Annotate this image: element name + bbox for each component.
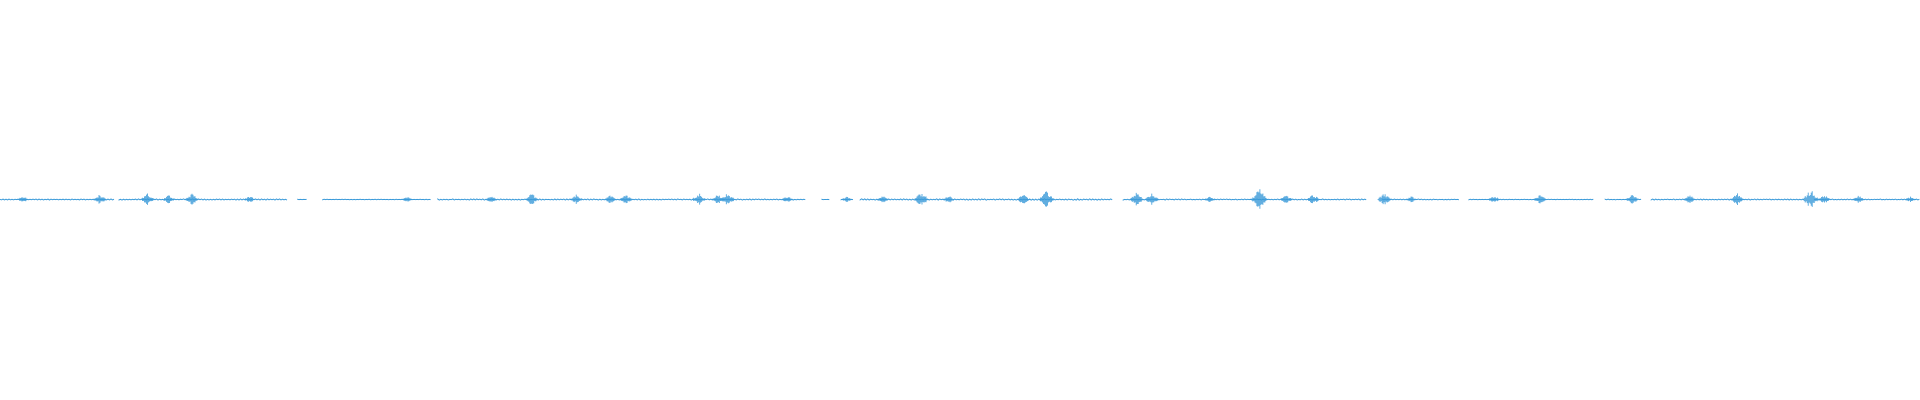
waveform-peak-burst: [1852, 195, 1865, 203]
waveform-peak: [525, 194, 539, 205]
waveform-peak: [841, 196, 853, 202]
waveform-peak-burst: [569, 194, 583, 204]
waveform-peak: [1625, 195, 1639, 204]
waveform-peak: [1731, 193, 1745, 206]
waveform-peak-burst: [93, 194, 107, 204]
waveform-peak-burst: [244, 197, 256, 202]
waveform-peak: [1405, 196, 1418, 203]
waveform-peak-burst: [1145, 193, 1160, 205]
waveform-peak: [1488, 197, 1500, 202]
waveform-peak-burst: [1204, 196, 1216, 202]
waveform-peak-burst: [1039, 191, 1054, 207]
waveform-peak: [1377, 194, 1392, 205]
waveform-peak: [1017, 195, 1030, 204]
waveform-peak-burst: [942, 196, 955, 203]
waveform-peak-burst: [1488, 197, 1500, 202]
waveform-peak-burst: [1280, 195, 1294, 203]
waveform-peak: [1145, 193, 1160, 205]
waveform-peak-burst: [1905, 196, 1916, 203]
waveform-peak-burst: [17, 197, 30, 202]
waveform-peak-burst: [525, 194, 539, 205]
waveform-peak-burst: [1129, 192, 1144, 206]
waveform-peak: [877, 196, 890, 203]
waveform-peak-burst: [1251, 189, 1269, 209]
waveform-segment: [859, 198, 1113, 201]
waveform-peak-burst: [1802, 191, 1819, 207]
waveform-peak: [17, 197, 30, 202]
waveform-segment: [1122, 198, 1367, 201]
waveform-peak: [1802, 191, 1819, 207]
waveform-peak: [1129, 192, 1144, 206]
waveform-peak: [185, 193, 199, 205]
waveform-peak: [569, 194, 583, 204]
waveform-peak-burst: [841, 196, 853, 202]
waveform-peak-burst: [1533, 195, 1547, 204]
waveform-peak: [141, 193, 155, 205]
waveform-peak-burst: [185, 193, 199, 205]
waveform-peak-burst: [141, 193, 155, 205]
waveform-peak: [1204, 196, 1216, 202]
waveform-peak-burst: [914, 193, 930, 205]
waveform-peak: [1852, 195, 1865, 203]
waveform-peak-burst: [1683, 195, 1697, 204]
waveform-peak-burst: [877, 196, 890, 203]
waveform-peak-burst: [1731, 193, 1745, 206]
waveform-peak-burst: [1405, 196, 1418, 203]
waveform-peak: [163, 195, 176, 204]
waveform-peak-burst: [720, 194, 735, 205]
waveform-peak-burst: [781, 196, 794, 202]
waveform-peak: [914, 193, 930, 205]
waveform-peak: [720, 194, 735, 205]
waveform-peak-burst: [1017, 195, 1030, 204]
waveform-peak-burst: [619, 195, 633, 204]
waveform-peak: [1905, 196, 1916, 203]
waveform-peak: [1251, 189, 1269, 209]
waveform-peak-burst: [401, 197, 413, 202]
waveform-peak: [781, 196, 794, 202]
waveform-segment: [1813, 198, 1920, 201]
waveform-peak: [401, 197, 413, 202]
waveform-peak-burst: [1377, 194, 1392, 205]
waveform-peak: [244, 197, 256, 202]
waveform-peak: [1307, 195, 1320, 204]
waveform-peak: [93, 194, 107, 204]
waveform-peak: [942, 196, 955, 203]
waveform-peak: [604, 195, 618, 203]
waveform-segment: [1650, 198, 1805, 201]
waveform-segment: [118, 198, 288, 201]
waveform-peak: [1280, 195, 1294, 203]
waveform-peak-burst: [692, 193, 707, 205]
waveform-peak: [1683, 195, 1697, 204]
waveform-peak-burst: [1818, 196, 1831, 203]
waveform-segment: [1604, 198, 1642, 201]
waveform-peak-burst: [604, 195, 618, 203]
waveform-peak: [1818, 196, 1831, 203]
waveform-peak: [1039, 191, 1054, 207]
waveform-peak-burst: [1307, 195, 1320, 204]
waveform-segment: [1381, 198, 1460, 201]
waveform-peak-burst: [485, 196, 498, 202]
waveform-peak: [1533, 195, 1547, 204]
waveform-peak-burst: [1625, 195, 1639, 204]
waveform-peak: [485, 196, 498, 202]
waveform-peak-burst: [163, 195, 176, 204]
waveform-peak: [692, 193, 707, 205]
waveform-peak: [619, 195, 633, 204]
